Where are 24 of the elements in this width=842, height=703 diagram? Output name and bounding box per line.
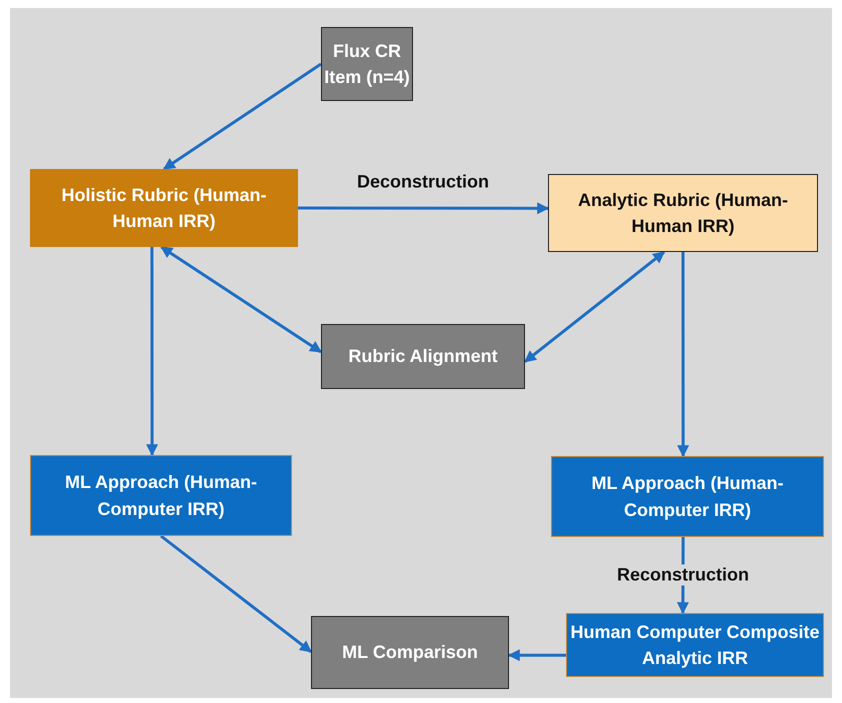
arrow [146,247,158,456]
arrow [298,202,550,214]
node-text: ML Approach (Human-Computer IRR) [590,472,784,522]
node-text: Analytic Rubric (Human-Human IRR) [576,188,790,238]
process-box [566,613,824,677]
node-text: Holistic Rubric (Human-Human IRR) [60,184,268,233]
process-box [311,616,509,689]
arrow [163,62,322,170]
process-box [551,456,824,537]
arrow [524,250,666,363]
process-box [30,455,292,536]
process-box [321,27,413,101]
arrow [160,246,322,354]
node-text: Flux CR Item (n=4) [323,40,411,89]
arrow [160,534,312,653]
node-text: ML Comparison [342,641,478,664]
arrow [677,252,690,458]
process-box [30,169,298,247]
node-text: ML Approach (Human-Computer IRR) [64,471,258,521]
process-box [321,324,525,389]
process-box [548,174,818,252]
node-text: Human Computer Composite Analytic IRR [569,620,820,670]
arrow [508,649,566,662]
node-text: Rubric Alignment [348,345,498,368]
